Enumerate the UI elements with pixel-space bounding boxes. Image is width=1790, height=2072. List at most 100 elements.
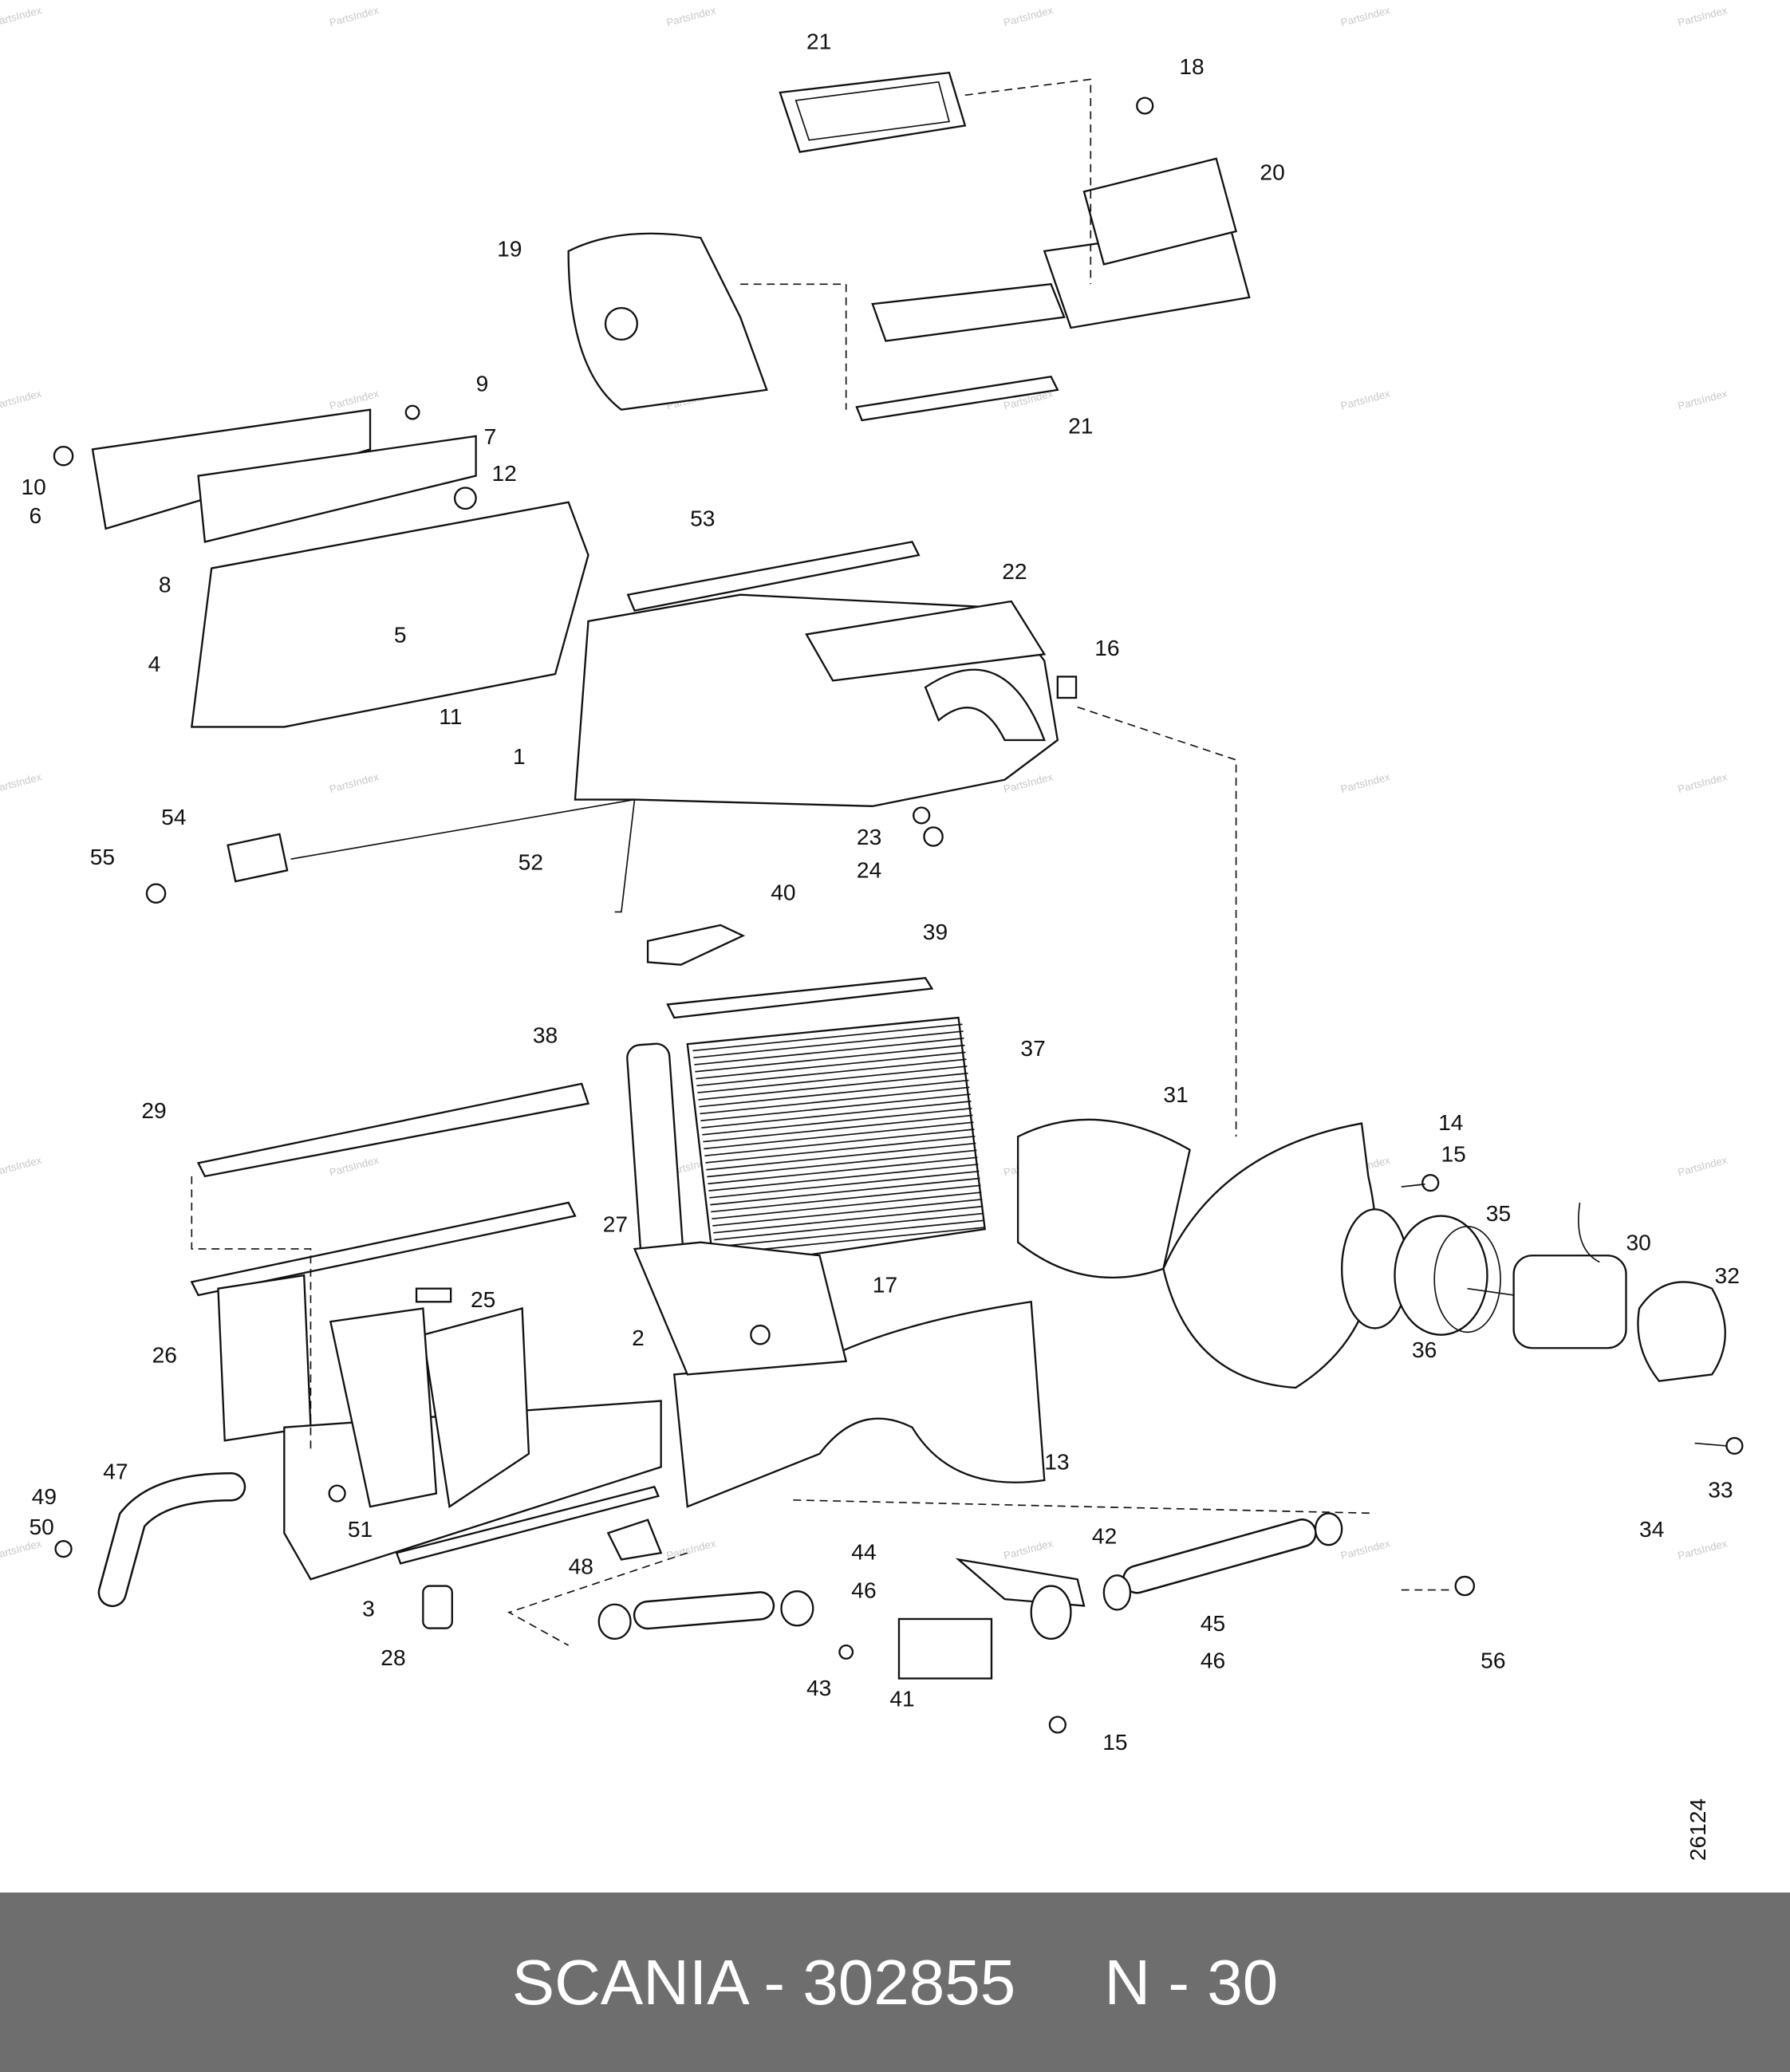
part-label[interactable]: 13 [1044, 1449, 1069, 1475]
part-label[interactable]: 21 [806, 28, 831, 53]
watermark: PartsIndex [1677, 4, 1729, 29]
watermark: PartsIndex [1677, 770, 1729, 795]
radiator-fin [697, 1066, 968, 1093]
watermark: PartsIndex [328, 4, 380, 29]
part-label[interactable]: 35 [1486, 1200, 1511, 1226]
part-label[interactable]: 14 [1438, 1109, 1463, 1135]
part-label[interactable]: 3 [362, 1596, 375, 1621]
watermark: PartsIndex [1339, 770, 1391, 795]
part-label[interactable]: 8 [159, 571, 172, 597]
part-label[interactable]: 23 [857, 824, 881, 849]
footer-bar: SCANIA - 302855 N - 30 [0, 1893, 1790, 2072]
radiator-fin [702, 1107, 972, 1136]
part-label[interactable]: 56 [1480, 1647, 1505, 1672]
part-label[interactable]: 26 [152, 1341, 177, 1367]
part-label[interactable]: 7 [484, 423, 497, 449]
watermark: PartsIndex [328, 388, 380, 412]
watermark: PartsIndex [1002, 4, 1054, 29]
part-label[interactable]: 15 [1102, 1729, 1127, 1755]
radiator-fin [705, 1135, 976, 1164]
part-label[interactable]: 49 [32, 1483, 57, 1509]
part-label[interactable]: 17 [873, 1272, 897, 1298]
part-label[interactable]: 1 [513, 743, 526, 769]
watermark: PartsIndex [1339, 4, 1391, 29]
watermark: PartsIndex [1677, 1154, 1729, 1179]
watermark: PartsIndex [0, 388, 43, 412]
radiator-fin [709, 1170, 980, 1199]
part-label[interactable]: 44 [851, 1538, 876, 1564]
footer-title: SCANIA - 302855 N - 30 [511, 1946, 1279, 2018]
watermark: PartsIndex [1677, 388, 1729, 412]
part-label[interactable]: 29 [141, 1097, 166, 1123]
radiator-fin [698, 1072, 968, 1101]
part-label[interactable]: 40 [771, 880, 795, 905]
part-label[interactable]: 5 [394, 621, 407, 647]
radiator-fin [712, 1192, 982, 1220]
drawing-number: 26124 [1685, 1798, 1710, 1861]
part-label[interactable]: 34 [1639, 1516, 1664, 1542]
radiator-fin [696, 1058, 967, 1087]
part-label[interactable]: 28 [380, 1645, 405, 1670]
part-label[interactable]: 48 [569, 1554, 593, 1579]
part-label[interactable]: 51 [348, 1516, 373, 1542]
radiator-fin [706, 1142, 976, 1171]
part-label[interactable]: 15 [1441, 1141, 1465, 1167]
part-label[interactable]: 43 [806, 1675, 831, 1700]
part-label[interactable]: 27 [603, 1211, 628, 1236]
part-label[interactable]: 45 [1201, 1610, 1225, 1636]
part-label[interactable]: 31 [1163, 1081, 1188, 1107]
part-label[interactable]: 25 [471, 1286, 495, 1312]
watermark: PartsIndex [1677, 1537, 1729, 1562]
part-label[interactable]: 46 [1201, 1647, 1225, 1672]
part-label[interactable]: 37 [1020, 1035, 1045, 1061]
radiator-fin [708, 1164, 979, 1192]
watermark: PartsIndex [0, 1537, 43, 1562]
watermark: PartsIndex [328, 770, 380, 795]
part-label[interactable]: 19 [497, 235, 522, 261]
part-label[interactable]: 32 [1715, 1263, 1740, 1288]
part-label[interactable]: 42 [1092, 1523, 1117, 1549]
radiator-fin [714, 1212, 984, 1241]
part-label[interactable]: 20 [1260, 159, 1284, 184]
part-label[interactable]: 10 [22, 474, 46, 499]
part-label[interactable]: 18 [1179, 53, 1204, 79]
radiator-fin [712, 1199, 983, 1227]
radiator-fin [693, 1030, 964, 1059]
part-label[interactable]: 47 [103, 1458, 128, 1483]
watermark: PartsIndex [1339, 388, 1391, 412]
watermark: PartsIndex [1339, 1537, 1391, 1562]
part-label[interactable]: 2 [632, 1325, 645, 1350]
part-label[interactable]: 11 [439, 703, 462, 729]
radiator-fin [710, 1177, 980, 1206]
part-label[interactable]: 4 [148, 651, 161, 676]
part-label[interactable]: 12 [492, 460, 517, 486]
part-label[interactable]: 55 [90, 844, 115, 869]
part-label[interactable]: 30 [1626, 1230, 1650, 1255]
part-label[interactable]: 22 [1002, 558, 1027, 584]
part-label[interactable]: 9 [476, 371, 489, 396]
part-label[interactable]: 39 [923, 919, 948, 944]
part-label[interactable]: 54 [161, 804, 186, 829]
radiator-fin [701, 1101, 972, 1129]
part-label[interactable]: 24 [857, 857, 881, 882]
part-label[interactable]: 41 [889, 1685, 914, 1711]
watermark: PartsIndex [328, 1154, 380, 1179]
part-label[interactable]: 53 [690, 506, 715, 531]
radiator-fin [708, 1156, 978, 1185]
part-label[interactable]: 21 [1068, 413, 1093, 439]
radiator-fin [707, 1149, 977, 1178]
part-label[interactable]: 36 [1412, 1337, 1437, 1362]
part-label[interactable]: 16 [1094, 635, 1119, 660]
watermark: PartsIndex [0, 770, 43, 795]
radiator-fin [700, 1093, 971, 1122]
part-label[interactable]: 46 [851, 1577, 876, 1602]
part-label[interactable]: 6 [29, 502, 41, 528]
part-label[interactable]: 52 [518, 849, 543, 874]
radiator-fin [704, 1121, 974, 1150]
radiator-fin [695, 1044, 965, 1073]
part-label[interactable]: 50 [29, 1514, 53, 1539]
part-label[interactable]: 33 [1708, 1477, 1733, 1503]
radiator-fin [711, 1184, 981, 1213]
part-label[interactable]: 38 [533, 1022, 558, 1047]
